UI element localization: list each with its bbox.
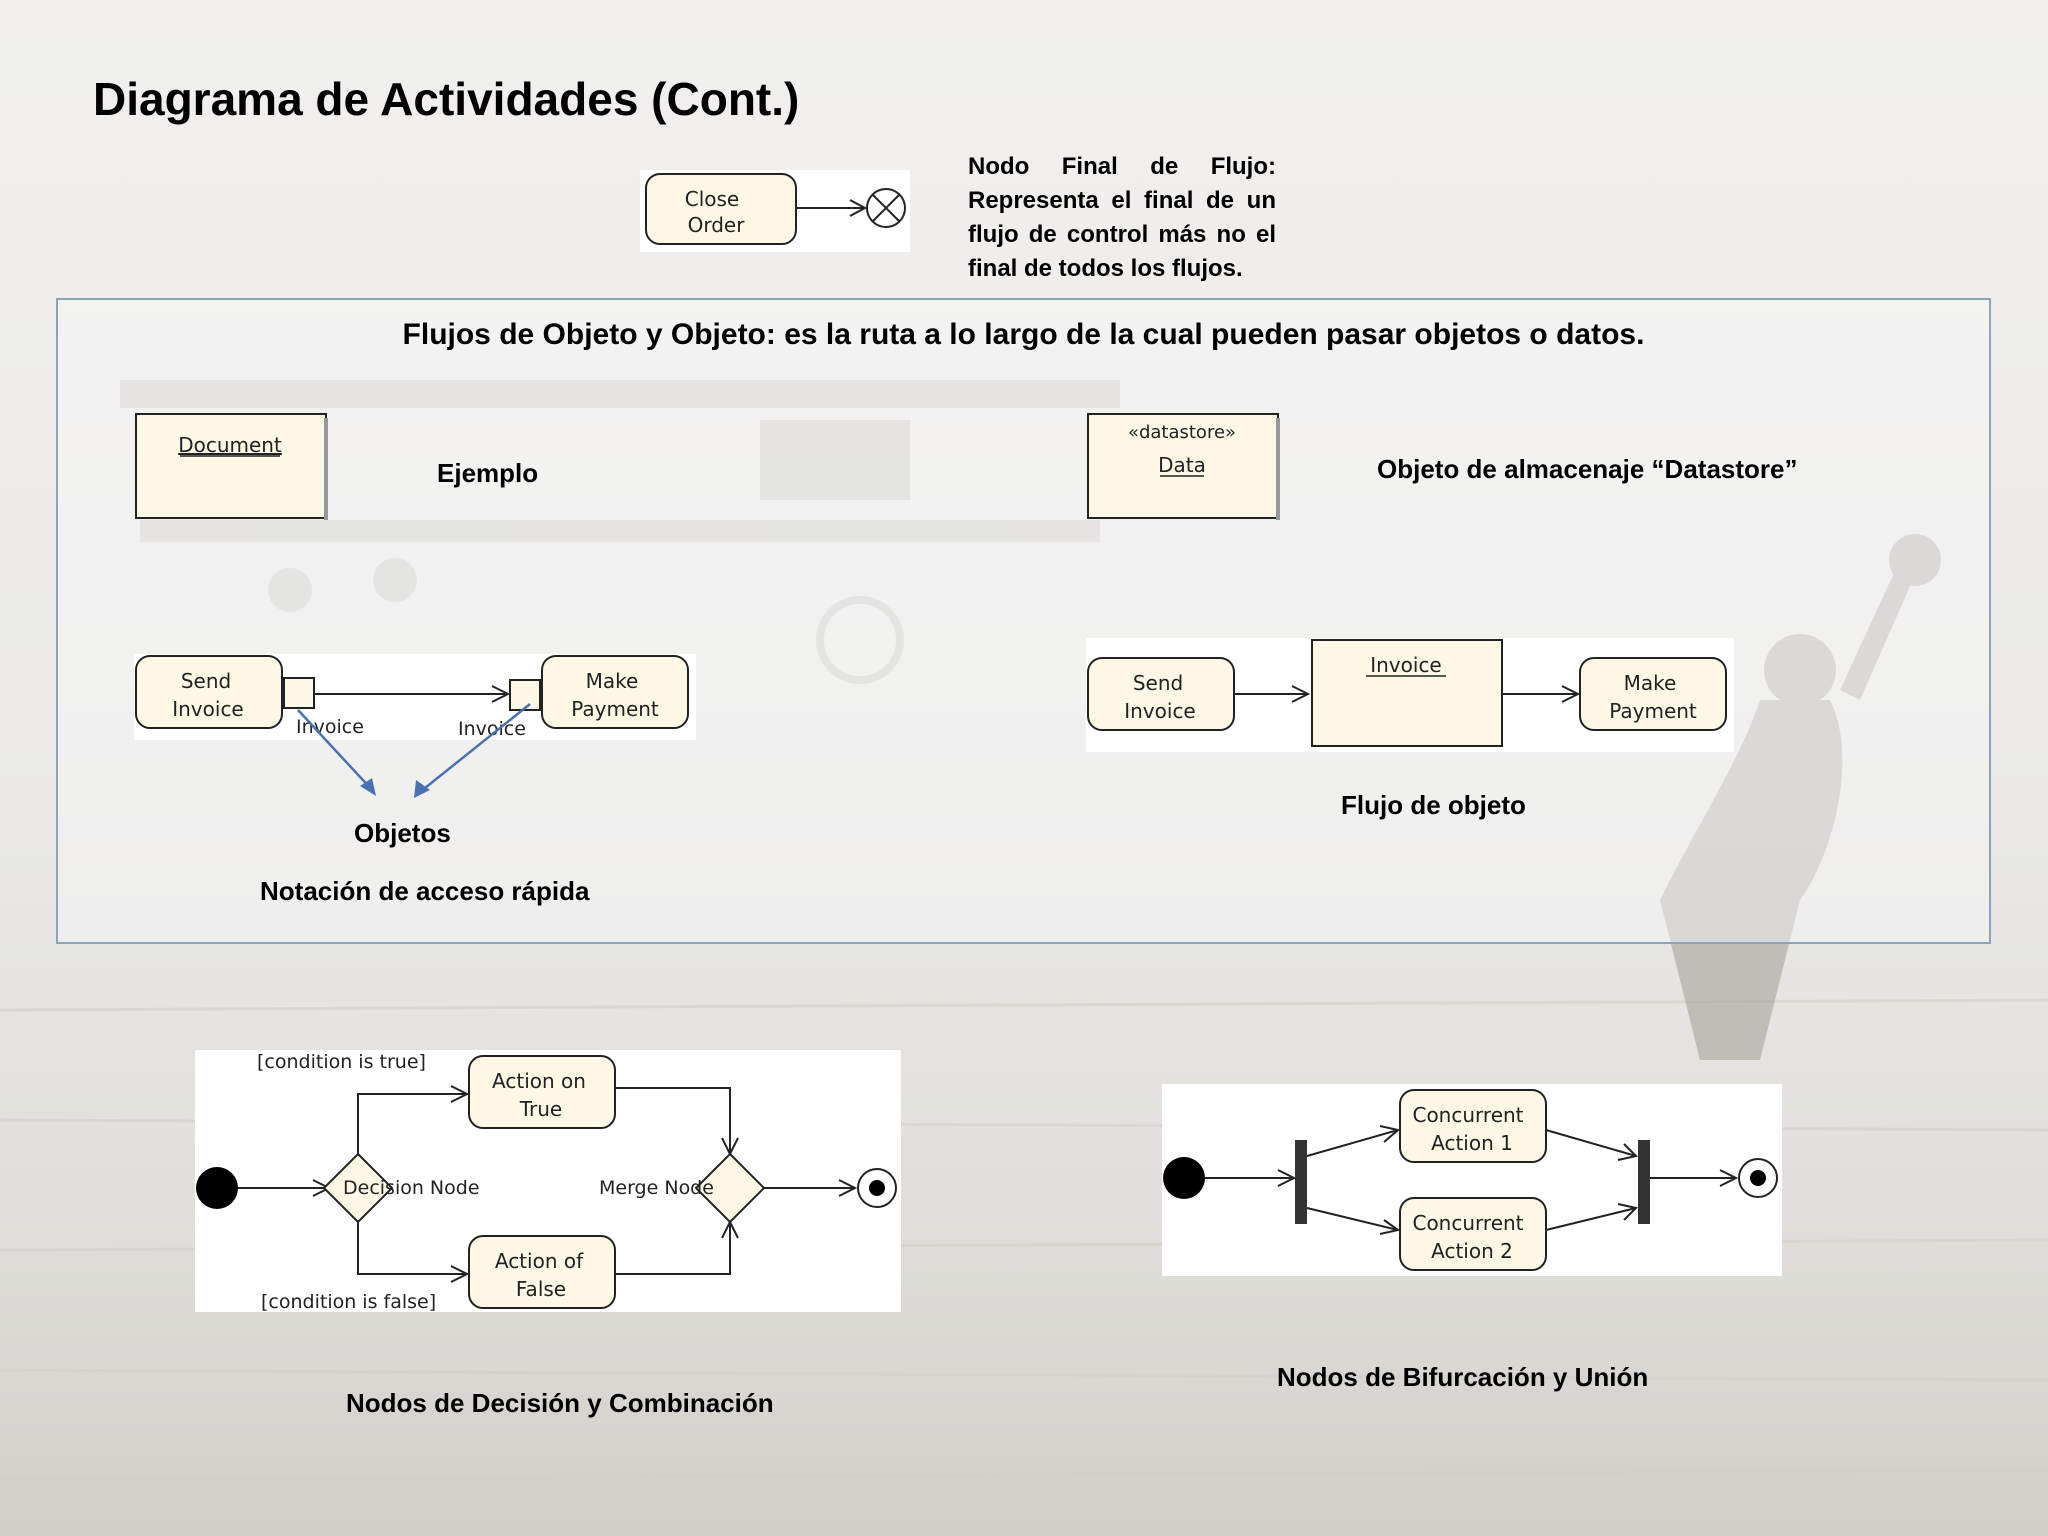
invoice-object-label: Invoice <box>1370 653 1442 677</box>
send-invoice-label-line1: Send <box>181 669 231 693</box>
make-payment-action-2 <box>1579 657 1727 731</box>
action-false-label-line1: Action of <box>495 1249 584 1273</box>
make-payment-label-line2: Payment <box>571 697 659 721</box>
ejemplo-label: Ejemplo <box>437 458 539 488</box>
action-false-label-line2: False <box>516 1277 566 1301</box>
decision-merge-diagram: Decision Node [condition is true] Action… <box>195 1050 901 1313</box>
document-label: Document <box>178 433 282 457</box>
concurrent-action-1-line2: Action 1 <box>1431 1131 1513 1155</box>
input-pin <box>509 679 541 711</box>
datastore-label: Data <box>1158 453 1206 477</box>
merge-node-icon <box>694 1152 766 1224</box>
action-true-label-line2: True <box>519 1097 562 1121</box>
send-invoice-action <box>135 655 283 729</box>
action-of-false <box>468 1235 616 1309</box>
decision-node-label: Decision Node <box>343 1177 480 1199</box>
flow-final-diagram: Close Order <box>640 170 910 252</box>
datastore-caption: Objeto de almacenaje “Datastore” <box>1377 454 1798 484</box>
make-payment-label-line1: Make <box>586 669 639 693</box>
send-invoice-label-line2: Invoice <box>172 697 244 721</box>
concurrent-action-1-line1: Concurrent <box>1412 1103 1523 1127</box>
join-bar <box>1638 1140 1650 1224</box>
concurrent-action-2 <box>1399 1197 1547 1271</box>
fork-bar <box>1295 1140 1307 1224</box>
make-payment-action <box>541 655 689 729</box>
make-payment-2-label-line1: Make <box>1624 671 1677 695</box>
condition-false-label: [condition is false] <box>261 1291 436 1313</box>
merge-node-label: Merge Node <box>599 1177 714 1199</box>
datastore-stereotype: «datastore» <box>1128 422 1236 443</box>
action-on-true <box>468 1055 616 1129</box>
objetos-label: Objetos <box>354 818 451 848</box>
output-pin-label: Invoice <box>296 716 364 738</box>
input-pin-label: Invoice <box>458 718 526 740</box>
pin-notation-diagram: Send Invoice Invoice Invoice Make Paymen… <box>134 654 696 798</box>
object-flows-panel <box>56 298 1991 944</box>
send-invoice-2-label-line2: Invoice <box>1124 699 1196 723</box>
document-object: Document <box>135 413 328 520</box>
shortcut-notation-caption: Notación de acceso rápida <box>260 876 590 906</box>
decision-merge-caption: Nodos de Decisión y Combinación <box>346 1388 774 1418</box>
object-flow-caption: Flujo de objeto <box>1341 790 1526 820</box>
concurrent-action-2-line1: Concurrent <box>1412 1211 1523 1235</box>
condition-true-label: [condition is true] <box>257 1051 426 1073</box>
object-flows-heading: Flujos de Objeto y Objeto: es la ruta a … <box>402 318 1645 351</box>
close-order-label-line1: Close <box>685 187 739 211</box>
fork-join-diagram: Concurrent Action 1 Concurrent Action 2 <box>1162 1084 1782 1276</box>
initial-node-icon-2 <box>1163 1157 1205 1199</box>
flow-final-description: Nodo Final de Flujo: Representa el final… <box>968 153 1276 282</box>
output-pin <box>283 677 315 709</box>
objects-pointer-arrow-right <box>419 703 531 793</box>
send-invoice-2-label-line1: Send <box>1133 671 1183 695</box>
make-payment-2-label-line2: Payment <box>1609 699 1697 723</box>
concurrent-action-2-line2: Action 2 <box>1431 1239 1513 1263</box>
fork-join-caption: Nodos de Bifurcación y Unión <box>1277 1362 1649 1392</box>
initial-node-icon <box>196 1167 238 1209</box>
action-true-label-line1: Action on <box>492 1069 586 1093</box>
object-flow-diagram: Send Invoice Invoice Make Payment <box>1086 638 1734 752</box>
concurrent-action-1 <box>1399 1089 1547 1163</box>
objects-pointer-arrow-left <box>297 709 375 793</box>
close-order-label-line2: Order <box>688 213 746 237</box>
slide-title: Diagrama de Actividades (Cont.) <box>93 73 800 125</box>
datastore-object: «datastore» Data <box>1087 413 1280 520</box>
